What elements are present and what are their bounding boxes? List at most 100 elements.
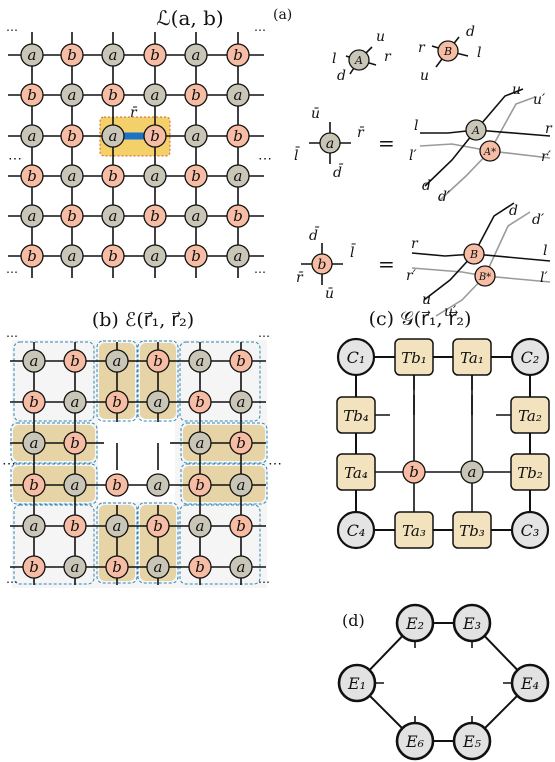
site-b <box>226 204 250 228</box>
edge-tensor-Tb2 <box>510 453 550 491</box>
site-b-label: b <box>153 352 163 370</box>
site-a-label: a <box>113 352 122 370</box>
corner-C3 <box>510 510 550 550</box>
site-b-label: b <box>70 434 80 452</box>
site-b <box>60 43 84 67</box>
site-b-label: b <box>27 86 37 104</box>
site-a-label: a <box>192 127 201 145</box>
site-b-label: b <box>29 393 39 411</box>
site-b-label: b <box>29 558 39 576</box>
env-tensor-E3-label: E₃ <box>462 614 481 633</box>
site-b-label: b <box>191 247 201 265</box>
site-a <box>188 514 212 538</box>
eq-b-lp: l′ <box>540 270 548 286</box>
env-tensor-E2-label: E₂ <box>405 614 424 633</box>
corner-C2 <box>510 337 550 377</box>
site-a-label: a <box>196 352 205 370</box>
site-b <box>60 204 84 228</box>
eq-b-dp: d′ <box>532 212 545 228</box>
ctm-loop <box>355 356 531 531</box>
site-b-label: b <box>27 167 37 185</box>
site-a-label: a <box>237 476 246 494</box>
leg-d: d <box>337 68 346 84</box>
eq-a-dbar: d̄ <box>333 163 344 181</box>
site-b-label: b <box>29 476 39 494</box>
site-a <box>101 204 125 228</box>
env-tensor-E6-label: E₆ <box>405 732 425 751</box>
site-b-label: b <box>236 517 246 535</box>
eq-b-ubar: ū <box>325 286 334 302</box>
env-tensor-E1 <box>337 663 377 703</box>
leg-r: r <box>418 40 426 56</box>
center-b-label: b <box>409 463 419 481</box>
site-b <box>188 390 212 414</box>
leg-u: u <box>420 68 429 84</box>
env-tensor-E3 <box>452 603 492 643</box>
site-b-label: b <box>112 558 122 576</box>
edge-tensor-Tb1 <box>394 338 434 376</box>
site-a-label: a <box>28 127 37 145</box>
site-a <box>143 83 167 107</box>
site-b <box>143 204 167 228</box>
tensor-boundary <box>13 341 95 422</box>
env-tensor-E6 <box>395 721 435 761</box>
eq-b-Bstar <box>474 265 496 287</box>
site-a <box>146 555 170 579</box>
center-a-label: a <box>468 463 477 481</box>
eq-b-node-label: b <box>318 257 327 273</box>
site-a-label: a <box>234 247 243 265</box>
site-b-label: b <box>233 207 243 225</box>
site-a <box>22 514 46 538</box>
site-b <box>226 43 250 67</box>
site-a-label: a <box>109 46 118 64</box>
eq-a-rp: r′ <box>541 149 552 165</box>
site-b-label: b <box>195 558 205 576</box>
edge-tensor-Ta3 <box>394 511 434 549</box>
eq-b-up: u′ <box>444 304 457 320</box>
site-b-label: b <box>108 167 118 185</box>
site-a <box>229 473 253 497</box>
center-a <box>460 460 484 484</box>
site-b <box>143 43 167 67</box>
site-a <box>60 83 84 107</box>
site-a <box>20 124 44 148</box>
corner-C2-label: C₂ <box>521 348 540 367</box>
leg-d: d <box>466 24 475 40</box>
site-a <box>63 473 87 497</box>
site-a <box>184 124 208 148</box>
eq-b-B <box>463 243 485 265</box>
site-a-label: a <box>109 207 118 225</box>
site-b <box>229 349 253 373</box>
corner-dots: ⋯ <box>254 23 266 37</box>
edge-tensor-Ta4 <box>336 453 376 491</box>
corner-C4 <box>336 510 376 550</box>
bond-label: r̄ <box>130 105 138 121</box>
eq-b-node <box>311 253 333 275</box>
eq-a-A <box>465 119 487 141</box>
eq-b-rp: r′ <box>406 268 417 284</box>
site-a <box>22 349 46 373</box>
edge-tensor-Ta2 <box>510 396 550 434</box>
env-tensor-E2 <box>395 603 435 643</box>
corner-dots: ⋯ <box>258 575 270 589</box>
eq-a-dp: d′ <box>438 189 451 205</box>
edge-tensor-Ta1 <box>452 338 492 376</box>
site-b-label: b <box>67 127 77 145</box>
env-tensor-E1-label: E₁ <box>347 674 366 693</box>
tensor-boundary <box>10 463 98 505</box>
eq-a-up: u′ <box>533 92 546 108</box>
site-a-label: a <box>151 167 160 185</box>
eq-a-equals: = <box>378 131 395 155</box>
site-a <box>20 204 44 228</box>
site-a <box>226 83 250 107</box>
site-b <box>188 473 212 497</box>
edge-tensor-Ta3-label: Ta₃ <box>402 522 426 540</box>
site-a <box>188 349 212 373</box>
corner-dots: ⋯ <box>254 265 266 279</box>
eq-a-rbar: r̄ <box>357 125 365 141</box>
site-b <box>184 244 208 268</box>
